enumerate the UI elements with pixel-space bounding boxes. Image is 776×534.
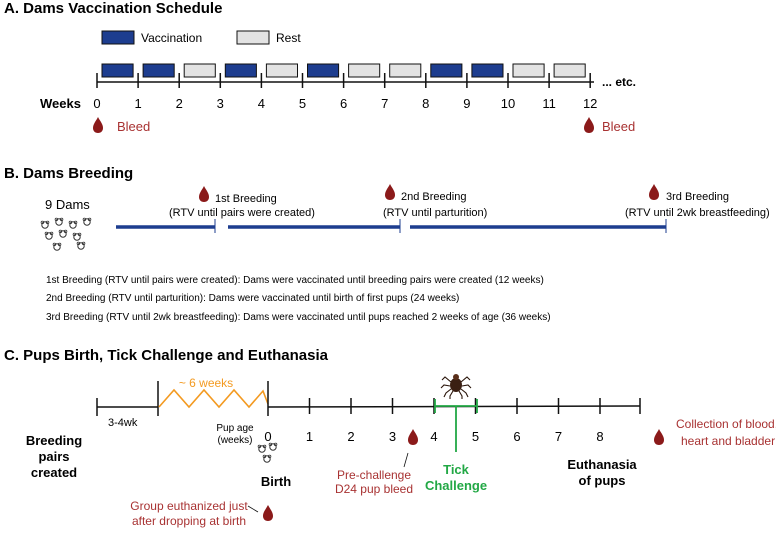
breeding-1-subtitle: (RTV until pairs were created)	[169, 207, 315, 219]
blood-drop-icon	[199, 186, 209, 202]
week-tick-label: 11	[542, 96, 556, 111]
pups-mice-icon	[257, 442, 278, 463]
legend-rest-label: Rest	[276, 31, 301, 45]
pre-challenge-line2: D24 pup bleed	[335, 482, 413, 496]
vaccination-block	[471, 63, 504, 78]
bleed-label-right: Bleed	[602, 119, 635, 134]
blood-drop-icon	[649, 184, 659, 200]
age-tick-label: 2	[347, 429, 354, 444]
tick-icon	[440, 374, 472, 399]
blood-drop-icon	[654, 429, 664, 445]
breeding-3-subtitle: (RTV until 2wk breastfeeding)	[625, 207, 770, 219]
collection-line2: heart and bladder	[681, 434, 775, 448]
birth-label: Birth	[261, 474, 291, 489]
breeding-3-title: 3rd Breeding	[666, 191, 729, 203]
tick-challenge-line2: Challenge	[425, 478, 487, 493]
bleed-label-left: Bleed	[117, 119, 150, 134]
euthanasia-line2: of pups	[579, 473, 626, 488]
breeding-note-3: 3rd Breeding (RTV until 2wk breastfeedin…	[46, 312, 551, 323]
age-tick-label: 5	[472, 429, 479, 444]
age-tick-label: 7	[555, 429, 562, 444]
age-tick-label: 0	[264, 429, 271, 444]
legend-rest-swatch	[236, 30, 270, 45]
euthanasia-line1: Euthanasia	[567, 457, 637, 472]
vaccination-block	[430, 63, 463, 78]
blood-drop-icon	[584, 117, 594, 133]
week-tick-label: 4	[258, 96, 265, 111]
vaccination-block	[307, 63, 340, 78]
week-tick-label: 6	[340, 96, 347, 111]
breeding-2-title: 2nd Breeding	[401, 191, 466, 203]
blood-drop-icon	[263, 505, 273, 521]
week-tick-label: 2	[176, 96, 183, 111]
rest-block	[389, 63, 422, 78]
weeks-label: Weeks	[40, 96, 81, 111]
legend-vaccination-swatch	[101, 30, 135, 45]
tick-challenge-line1: Tick	[443, 462, 470, 477]
collection-line1: Collection of blood,	[676, 417, 776, 431]
week-tick-label: 3	[217, 96, 224, 111]
pup-age-label-line2: (weeks)	[217, 435, 252, 446]
rest-block	[512, 63, 545, 78]
vaccination-blocks	[101, 63, 586, 78]
breeding-pairs-line3: created	[31, 465, 77, 480]
pup-age-label-line1: Pup age	[216, 423, 254, 434]
pup-age-ticks: 0 1 2 3 4 5 6 7 8	[264, 398, 641, 444]
rest-block	[183, 63, 216, 78]
group-euthanized-pointer	[247, 505, 259, 513]
week-tick-label: 10	[501, 96, 515, 111]
rest-block	[265, 63, 298, 78]
breeding-1-title: 1st Breeding	[215, 193, 277, 205]
panel-a-title: A. Dams Vaccination Schedule	[4, 0, 222, 17]
dams-label: 9 Dams	[45, 197, 90, 212]
breeding-note-1: 1st Breeding (RTV until pairs were creat…	[46, 275, 544, 286]
panel-b-title: B. Dams Breeding	[4, 165, 133, 182]
group-euthanized-line1: Group euthanized just	[130, 499, 248, 513]
dams-mice-icon	[40, 217, 92, 251]
blood-drop-icon	[385, 184, 395, 200]
breeding-2-subtitle: (RTV until parturition)	[383, 207, 487, 219]
pre-challenge-pointer	[403, 452, 409, 468]
rest-block	[553, 63, 586, 78]
week-tick-label: 9	[463, 96, 470, 111]
age-tick-label: 3	[389, 429, 396, 444]
rest-block	[348, 63, 381, 78]
age-tick-label: 6	[513, 429, 520, 444]
age-tick-label: 1	[306, 429, 313, 444]
panel-c-title: C. Pups Birth, Tick Challenge and Euthan…	[4, 347, 329, 364]
blood-drop-icon	[408, 429, 418, 445]
legend-vaccination-label: Vaccination	[141, 31, 202, 45]
vaccination-block	[101, 63, 134, 78]
age-tick-label: 8	[596, 429, 603, 444]
six-weeks-label: ~ 6 weeks	[179, 376, 233, 390]
vaccination-block	[142, 63, 175, 78]
breeding-pairs-line2: pairs	[38, 449, 69, 464]
week-tick-label: 7	[381, 96, 388, 111]
blood-drop-icon	[93, 117, 103, 133]
breeding-pairs-line1: Breeding	[26, 433, 82, 448]
pre-birth-duration: 3-4wk	[108, 417, 138, 429]
week-tick-label: 8	[422, 96, 429, 111]
week-tick-label: 5	[299, 96, 306, 111]
group-euthanized-line2: after dropping at birth	[132, 514, 246, 528]
breeding-note-2: 2nd Breeding (RTV until parturition): Da…	[46, 293, 459, 304]
week-tick-label: 12	[583, 96, 597, 111]
six-weeks-zigzag	[158, 388, 269, 409]
pre-challenge-line1: Pre-challenge	[337, 468, 411, 482]
week-tick-label: 0	[93, 96, 100, 111]
etc-label: ... etc.	[602, 75, 636, 89]
age-tick-label: 4	[430, 429, 437, 444]
vaccination-block	[224, 63, 257, 78]
week-tick-label: 1	[134, 96, 141, 111]
